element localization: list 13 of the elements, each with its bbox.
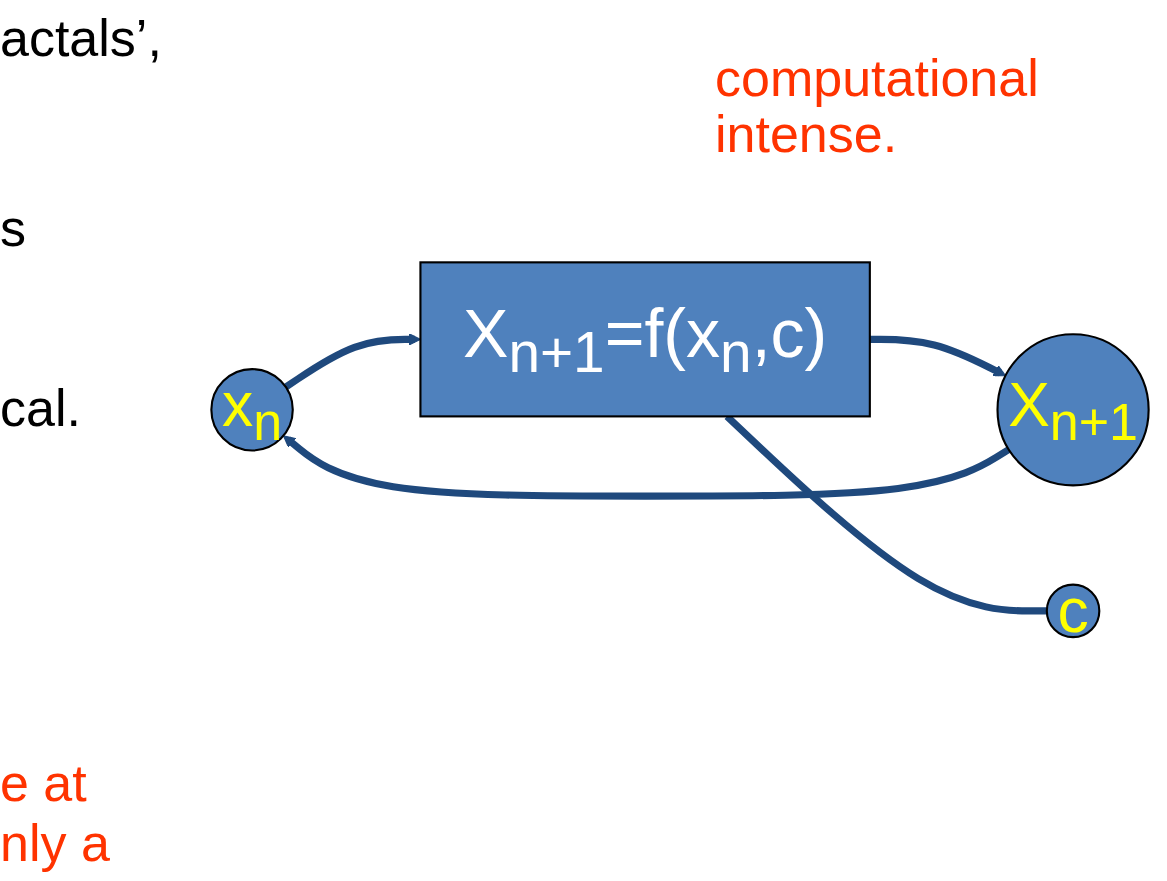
node-circle: x$_{n}$ [210, 368, 294, 452]
node-box: X$_{n+1}$=f(x$_{n}$,c) [419, 261, 871, 418]
arrow [869, 335, 1007, 377]
note-text: nly a [0, 815, 110, 871]
note-text: s [0, 200, 26, 256]
node-circle: c [1045, 583, 1101, 639]
note-text: cal. [0, 380, 81, 436]
node-circle: X$_{n+1}$ [996, 333, 1150, 487]
arrow [282, 435, 1011, 500]
arrow [283, 333, 421, 390]
note-text: computational intense. [715, 50, 1040, 162]
note-text: actals’, [0, 10, 162, 66]
note-text: e at [0, 755, 87, 811]
